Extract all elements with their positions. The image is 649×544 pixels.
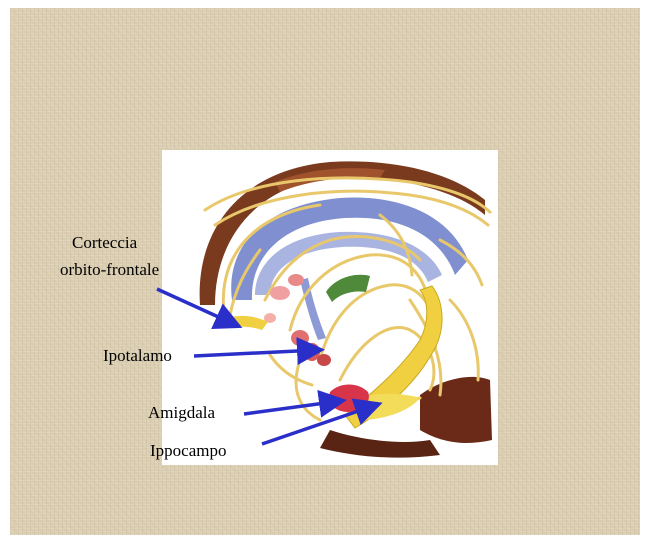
label-hippocampus: Ippocampo — [150, 441, 226, 461]
label-hypothalamus: Ipotalamo — [103, 346, 172, 366]
label-cortex-line1: Corteccia — [72, 233, 137, 253]
label-amygdala: Amigdala — [148, 403, 215, 423]
label-cortex-line2: orbito-frontale — [60, 260, 159, 280]
